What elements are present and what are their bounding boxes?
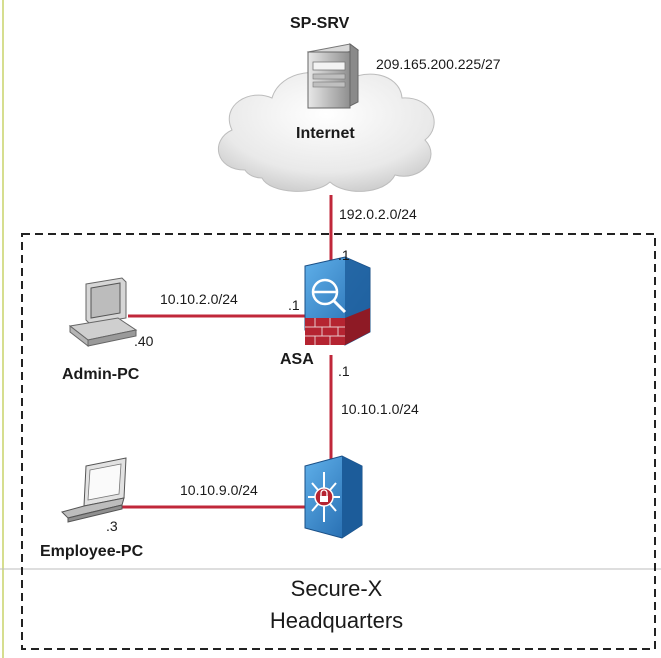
employee-link-network-label: 10.10.9.0/24	[180, 482, 258, 498]
zone-name-label: Secure-X	[290, 576, 383, 601]
employee-pc-label: Employee-PC	[40, 543, 144, 560]
employee-pc-host-label: .3	[106, 518, 118, 534]
asa-outside-host-label: .1	[338, 247, 350, 263]
admin-pc-host-label: .40	[134, 333, 154, 349]
server-name-label: SP-SRV	[290, 15, 350, 32]
asa-admin-host-label: .1	[288, 297, 300, 313]
inside-link-network-label: 10.10.1.0/24	[341, 401, 419, 417]
server-address-label: 209.165.200.225/27	[376, 56, 501, 72]
server-icon	[306, 43, 360, 109]
employee-laptop-icon	[61, 457, 127, 523]
zone-site-label: Headquarters	[269, 608, 404, 633]
admin-pc-icon	[68, 277, 138, 348]
asa-firewall-icon	[304, 256, 371, 346]
internet-link-network-label: 192.0.2.0/24	[339, 206, 417, 222]
admin-pc-label: Admin-PC	[62, 366, 140, 383]
internet-cloud-icon	[217, 72, 435, 192]
security-switch-icon	[304, 455, 363, 539]
hq-zone-boundary	[21, 233, 656, 650]
admin-link-network-label: 10.10.2.0/24	[160, 291, 238, 307]
asa-label: ASA	[280, 351, 314, 368]
asa-inside-host-label: .1	[338, 363, 350, 379]
internet-label: Internet	[296, 125, 355, 142]
